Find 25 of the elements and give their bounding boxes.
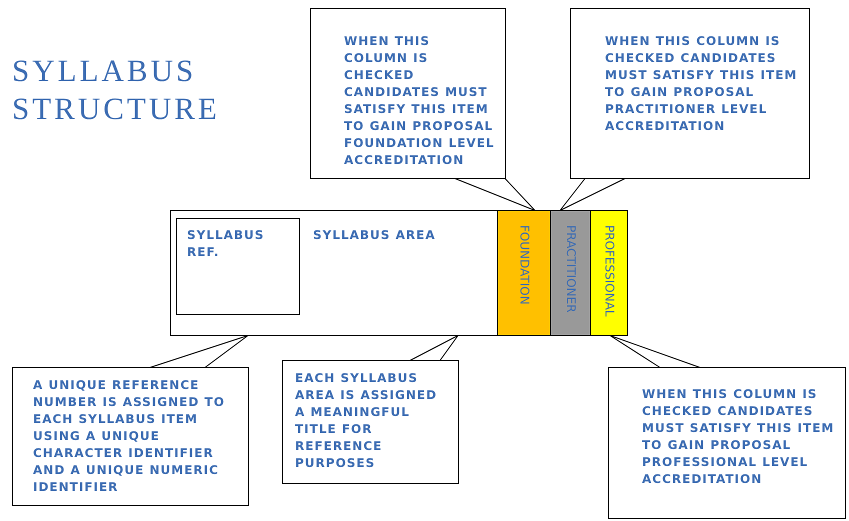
callout-pointer <box>560 178 626 211</box>
callout-pointer <box>410 335 458 361</box>
callout-text: WHEN THIS COLUMN IS CHECKED CANDIDATES MUST SATISFY THIS ITEM TO GAIN PROPOSAL FOUNDATION LEVEL ACCREDITATION <box>344 33 495 169</box>
callout-pointer <box>610 335 700 368</box>
callout-box <box>310 8 506 179</box>
column-heading: FOUNDATION <box>516 225 532 305</box>
level-column <box>590 210 628 336</box>
callout-text: WHEN THIS COLUMN IS CHECKED CANDIDATES MUST SATISFY THIS ITEM TO GAIN PROPOSAL PROFESSIONAL LEVEL ACCREDITATION <box>642 386 836 488</box>
callout-box <box>608 367 846 519</box>
callout-box <box>12 367 249 506</box>
callout-text: A UNIQUE REFERENCE NUMBER IS ASSIGNED TO EACH SYLLABUS ITEM USING A UNIQUE CHARACTER IDENTIFIER AND A UNIQUE NUMERIC IDENTIFIER <box>33 377 226 496</box>
syllabus-strip <box>170 210 628 336</box>
column-heading: PROFESSIONAL <box>602 225 618 317</box>
callout-box <box>282 360 459 484</box>
reference-box <box>176 218 300 315</box>
area-label: SYLLABUS REF. <box>187 227 266 261</box>
column-heading: PRACTITIONER <box>563 225 579 313</box>
level-column <box>550 210 591 336</box>
callout-pointer <box>454 178 536 211</box>
callout-text: EACH SYLLABUS AREA IS ASSIGNED A MEANINGFUL TITLE FOR REFERENCE PURPOSES <box>295 370 438 472</box>
callout-box <box>570 8 810 179</box>
callout-text: WHEN THIS COLUMN IS CHECKED CANDIDATES MUST SATISFY THIS ITEM TO GAIN PROPOSAL PRACTITIONER LEVEL ACCREDITATION <box>605 33 798 135</box>
level-column <box>497 210 551 336</box>
diagram-title: SYLLABUS STRUCTURE <box>12 52 221 128</box>
callout-pointer <box>150 335 248 368</box>
